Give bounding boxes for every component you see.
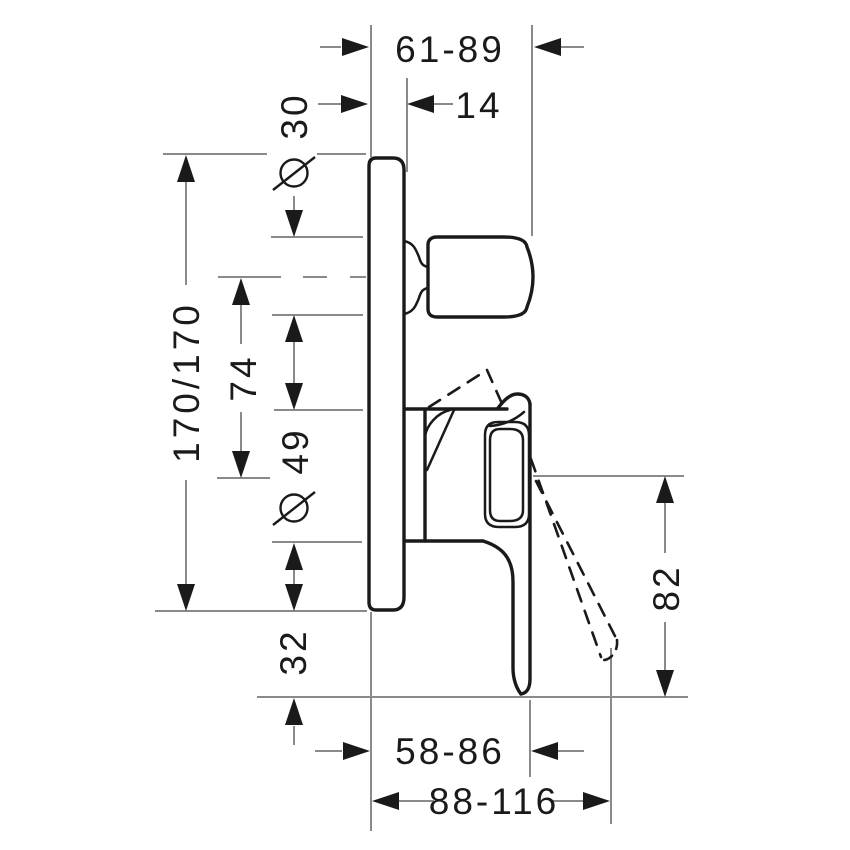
arrow-up-icon: [285, 315, 303, 342]
handle-lip-curve: [496, 392, 532, 410]
arrow-down-icon: [285, 584, 303, 611]
arrow-up-icon: [285, 698, 303, 725]
dim-center-distance-label: 74: [223, 354, 264, 401]
extension-lines: [155, 25, 688, 831]
arrow-down-icon: [285, 210, 303, 237]
arrow-up-icon: [285, 543, 303, 570]
lever-grip-top-curve: [488, 410, 526, 428]
dim-lever-depth-range-label: 58-86: [395, 731, 505, 772]
dim-depth-range-label: 61-89: [395, 29, 505, 70]
dim-flange-depth-label: 14: [455, 85, 502, 126]
dim-lever-drop-label: 82: [646, 564, 687, 611]
arrow-up-icon: [232, 278, 250, 305]
shutoff-knob-outline: [426, 235, 535, 319]
diameter-symbol-hub: [272, 491, 316, 526]
dim-top-knob-diameter-value: 30: [274, 92, 315, 139]
diameter-slash-icon: [272, 491, 316, 526]
arrow-right-icon: [583, 792, 610, 810]
arrow-down-icon: [656, 670, 674, 697]
arrow-left-icon: [372, 792, 399, 810]
handle-root-diagonal: [425, 408, 456, 472]
lever-inner-edge: [481, 539, 523, 696]
arrow-down-icon: [232, 451, 250, 478]
arrow-down-icon: [285, 383, 303, 410]
arrow-left-icon: [534, 38, 561, 56]
arrow-up-icon: [177, 155, 195, 182]
lever-grip-outer-ring: [483, 420, 531, 529]
diameter-symbol-top: [272, 156, 316, 191]
dashed-lever-back-edge: [427, 368, 489, 409]
dimension-arrows: [177, 38, 674, 810]
knob-neck-top: [402, 239, 430, 269]
arrow-right-icon: [343, 742, 370, 760]
diameter-slash-icon: [272, 156, 316, 191]
arrow-down-icon: [177, 584, 195, 611]
lever-grip-inner-ring: [488, 427, 525, 523]
arrow-up-icon: [656, 476, 674, 503]
diameter-circle-icon: [279, 158, 309, 188]
leader-lines: [185, 46, 666, 802]
dim-plate-height-label: 170/170: [166, 301, 207, 463]
dim-hub-diameter-value: 49: [275, 427, 316, 474]
knob-neck-bottom: [402, 286, 430, 316]
arrow-right-icon: [341, 95, 368, 113]
handle-root-fillet: [423, 408, 452, 438]
dim-lever-reach-range-label: 88-116: [429, 781, 559, 822]
dimension-labels: 61-89 14 58-86 88-116 30 49 74 170/170 3…: [166, 29, 687, 822]
mixer-outline: [367, 156, 535, 696]
diameter-circle-icon: [279, 493, 309, 523]
arrow-left-icon: [531, 742, 558, 760]
dashed-lever-tip-arc: [599, 638, 619, 662]
dashed-lever-side-a: [529, 457, 603, 659]
dim-bottom-offset-label: 32: [273, 628, 314, 675]
lever-swung-position-dashed: [427, 368, 619, 662]
dashed-lever-side-b: [534, 479, 619, 642]
dashed-lever-end-face: [485, 368, 505, 408]
arrow-left-icon: [407, 95, 434, 113]
handle-front-and-lever-outer: [519, 402, 532, 696]
escutcheon-plate-outline: [367, 156, 406, 612]
arrow-right-icon: [342, 38, 369, 56]
